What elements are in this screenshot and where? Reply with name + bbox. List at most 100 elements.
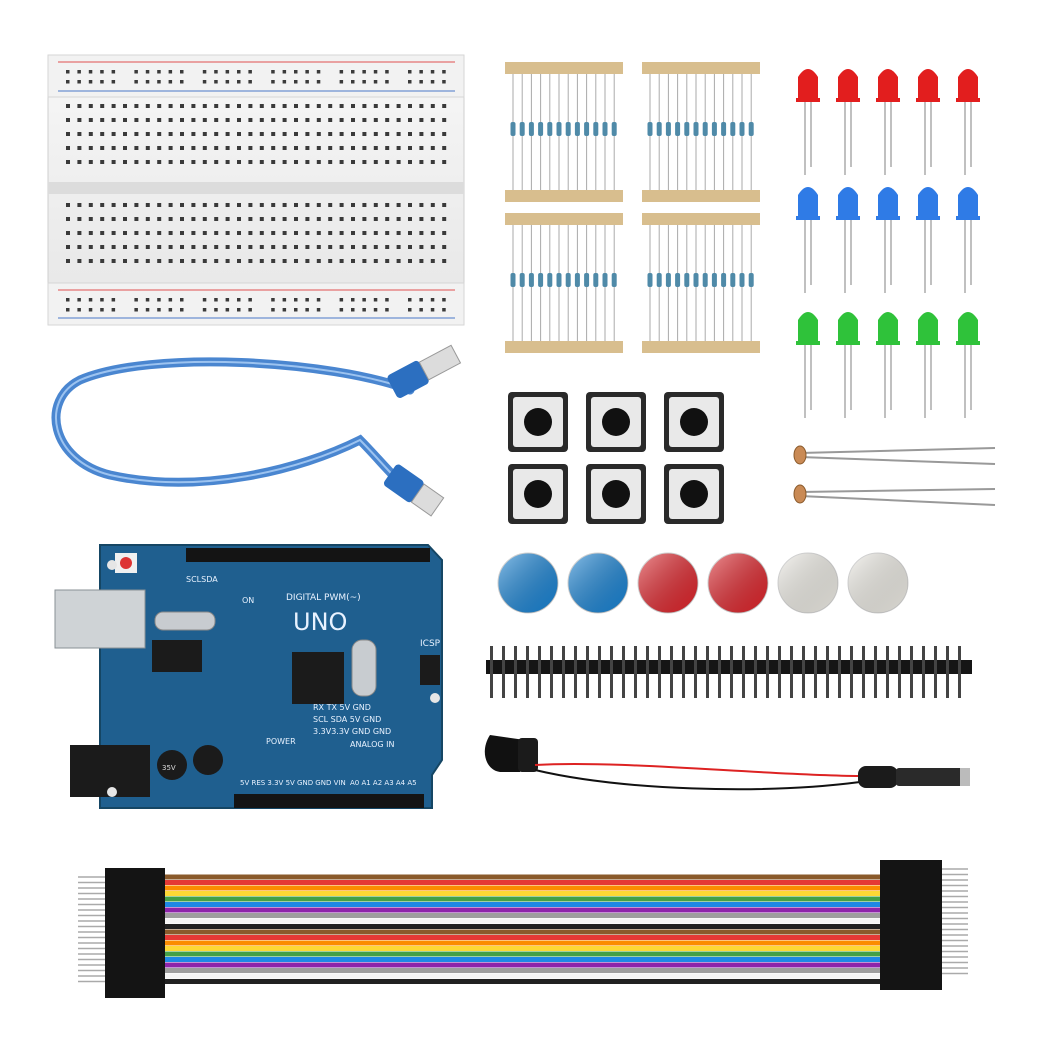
resistor <box>584 122 590 136</box>
resistor <box>528 273 534 287</box>
resistor <box>721 273 727 287</box>
header-pin <box>730 646 733 698</box>
header-pin <box>514 646 517 698</box>
header-pin <box>742 646 745 698</box>
header-pin <box>934 646 937 698</box>
power-label: POWER <box>266 737 296 746</box>
header-pin <box>958 646 961 698</box>
header-pin <box>838 646 841 698</box>
led <box>838 312 858 344</box>
led <box>918 312 938 344</box>
resistor <box>675 273 681 287</box>
led <box>878 187 898 219</box>
board-model-label: UNO <box>293 608 347 636</box>
usb-cable <box>51 344 462 517</box>
led <box>958 312 978 344</box>
rx-tx-label: RX TX 5V GND <box>313 703 371 712</box>
resistor <box>711 122 717 136</box>
resistor <box>538 273 544 287</box>
scl-sda-label: SCL SDA 5V GND <box>313 715 381 724</box>
led <box>798 69 818 101</box>
led <box>918 187 938 219</box>
header-pin <box>670 646 673 698</box>
resistor <box>556 122 562 136</box>
header-pin <box>646 646 649 698</box>
resistor <box>684 273 690 287</box>
led <box>798 187 818 219</box>
resistor <box>593 273 599 287</box>
analog-in-label: ANALOG IN <box>350 740 395 749</box>
resistor <box>748 273 754 287</box>
breadboard <box>47 54 465 326</box>
header-pin <box>682 646 685 698</box>
header-pin <box>766 646 769 698</box>
resistor <box>611 122 617 136</box>
header-pin <box>898 646 901 698</box>
resistor <box>702 273 708 287</box>
resistor <box>675 122 681 136</box>
header-pin <box>502 646 505 698</box>
resistor <box>556 273 562 287</box>
resistor <box>510 122 516 136</box>
resistor <box>574 273 580 287</box>
header-pin <box>850 646 853 698</box>
header-pin <box>586 646 589 698</box>
header-pin <box>778 646 781 698</box>
header-pin <box>874 646 877 698</box>
resistor <box>647 273 653 287</box>
header-pin <box>802 646 805 698</box>
resistor <box>611 273 617 287</box>
resistor <box>684 122 690 136</box>
resistor <box>739 273 745 287</box>
capacitor-label: 35V <box>162 764 176 772</box>
header-pin <box>598 646 601 698</box>
header-pin <box>862 646 865 698</box>
jumper-wires <box>78 860 968 998</box>
header-pin <box>634 646 637 698</box>
resistor <box>574 122 580 136</box>
resistor <box>721 122 727 136</box>
led <box>838 187 858 219</box>
resistor <box>730 273 736 287</box>
led <box>878 69 898 101</box>
led <box>958 187 978 219</box>
resistor <box>565 273 571 287</box>
resistor <box>656 122 662 136</box>
led <box>838 69 858 101</box>
led <box>958 69 978 101</box>
resistor <box>693 273 699 287</box>
icsp-label: ICSP <box>420 639 441 649</box>
photoresistors <box>793 445 996 506</box>
header-pin <box>910 646 913 698</box>
header-pin <box>718 646 721 698</box>
pin-header <box>486 646 972 698</box>
resistor <box>528 122 534 136</box>
led <box>918 69 938 101</box>
resistor <box>547 122 553 136</box>
resistor <box>702 122 708 136</box>
header-pin <box>706 646 709 698</box>
led <box>798 312 818 344</box>
header-pin <box>622 646 625 698</box>
header-pin <box>562 646 565 698</box>
header-pin <box>610 646 613 698</box>
resistor <box>711 273 717 287</box>
resistor <box>547 273 553 287</box>
resistor <box>665 122 671 136</box>
button-caps <box>497 552 909 614</box>
resistor <box>602 122 608 136</box>
resistor <box>565 122 571 136</box>
led <box>878 312 898 344</box>
battery-snap-cable <box>484 735 970 791</box>
header-pin <box>754 646 757 698</box>
resistor <box>748 122 754 136</box>
resistor <box>693 122 699 136</box>
resistor <box>538 122 544 136</box>
led-set <box>796 69 980 418</box>
digital-pwm-label: DIGITAL PWM(~) <box>286 593 361 603</box>
header-pin <box>922 646 925 698</box>
header-pin <box>826 646 829 698</box>
tactile-buttons <box>508 392 724 524</box>
